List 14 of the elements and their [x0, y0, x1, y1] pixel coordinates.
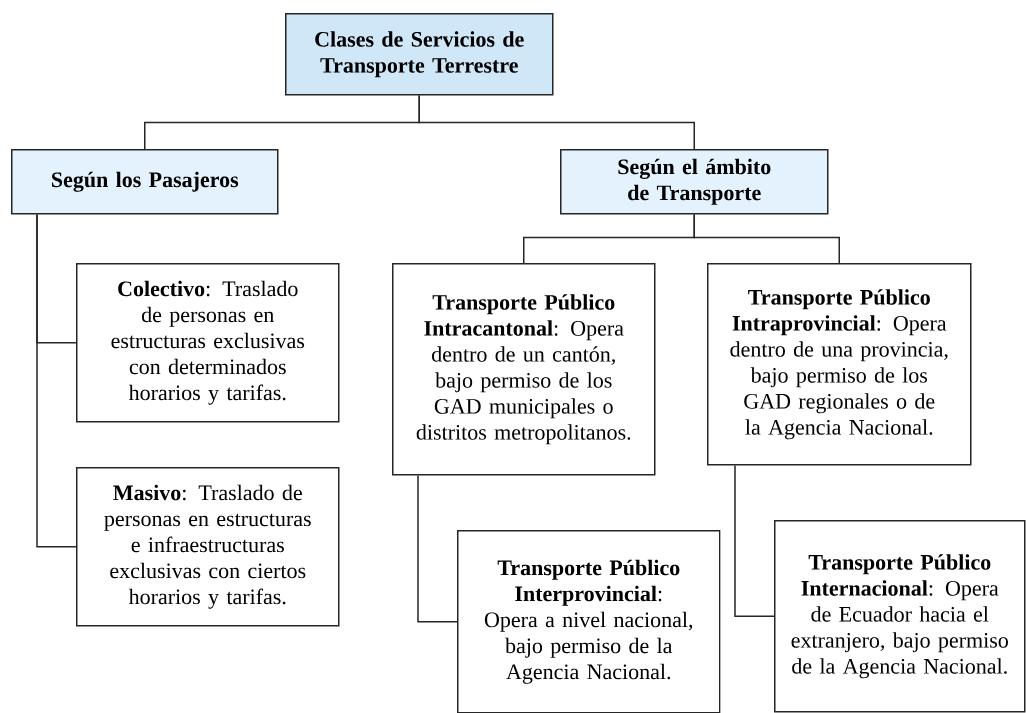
category-box: Según el ámbito de Transporte [560, 149, 829, 215]
category-box: Según los Pasajeros [11, 149, 279, 215]
connector-line [36, 213, 77, 548]
description-box: Masivo: Traslado de personas en estructuras e infraestructuras exclusivas con ciertos horarios y tarifas. [76, 467, 340, 627]
title-box: Clases de Servicios de Transporte Terrestre [285, 13, 554, 96]
connector-line [418, 94, 695, 150]
description-box: Transporte Público Internacional: Opera de Ecuador hacia el extranjero, bajo permiso de la Agencia Nacional. [774, 520, 1026, 713]
connector-line [734, 464, 775, 617]
description-box: Transporte Público Interprovincial: Opera a nivel nacional, bajo permiso de la Agencia Nacional. [457, 530, 721, 713]
connector-line [417, 474, 458, 623]
description-box: Colectivo: Traslado de personas en estructuras exclusivas con determinados horarios y tarifas. [76, 263, 340, 423]
description-box: Transporte Público Intracantonal: Opera dentro de un cantón, bajo permiso de los GAD municipales o distritos metropolitanos. [392, 263, 656, 476]
connector-line [693, 213, 840, 264]
description-box: Transporte Público Intraprovincial: Opera dentro de una provincia, bajo permiso de los GAD regionales o de la Agencia Nacional. [707, 263, 972, 466]
